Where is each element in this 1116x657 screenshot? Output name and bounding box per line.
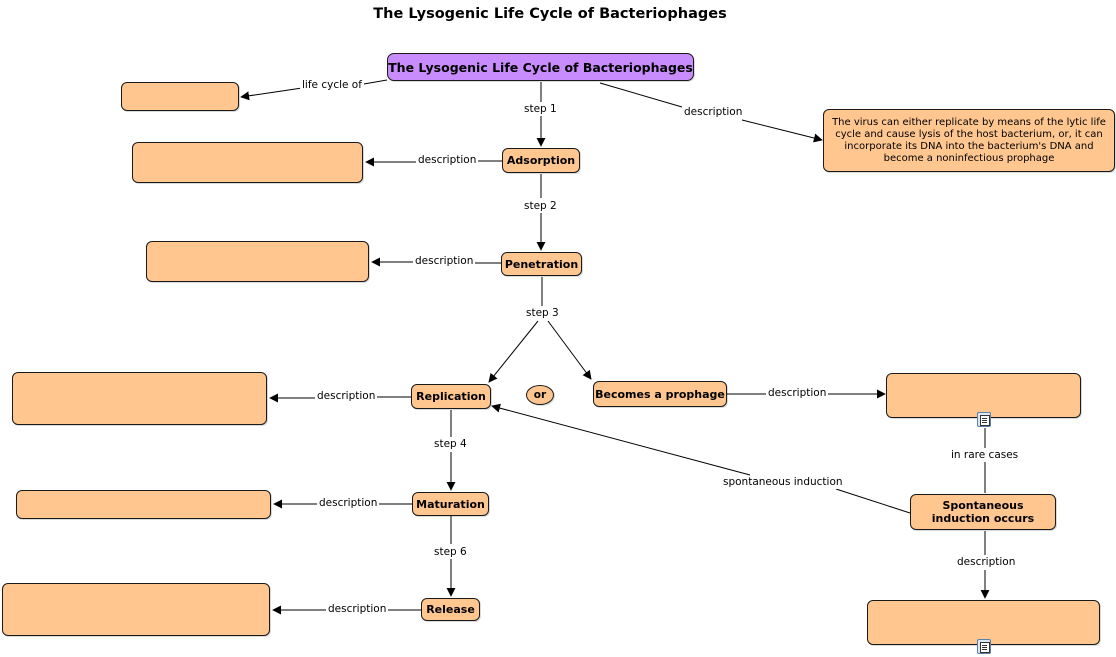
link-label-in-rare-cases: in rare cases [949, 449, 1021, 462]
link-label-step-1: step 1 [522, 103, 559, 116]
link-label-description: description [326, 603, 389, 616]
becomes-prophage-node[interactable]: Becomes a prophage [593, 381, 727, 407]
link-label-description: description [682, 106, 745, 119]
link-label-step-4: step 4 [432, 438, 469, 451]
document-icon[interactable] [977, 412, 991, 427]
spontaneous-description-blank-node[interactable] [867, 600, 1100, 645]
link-label-description: description [317, 497, 380, 510]
penetration-description-blank-node[interactable] [146, 241, 369, 282]
link-label-spontaneous-induction: spontaneous induction [721, 476, 845, 489]
root-concept-node[interactable]: The Lysogenic Life Cycle of Bacteriophag… [387, 53, 694, 81]
link-label-step-2: step 2 [522, 200, 559, 213]
life-cycle-of-blank-node[interactable] [121, 82, 239, 111]
penetration-node[interactable]: Penetration [501, 252, 582, 276]
adsorption-description-blank-node[interactable] [132, 142, 363, 183]
spontaneous-induction-node[interactable]: Spontaneous induction occurs [910, 494, 1056, 530]
link-label-step-6: step 6 [432, 546, 469, 559]
maturation-node[interactable]: Maturation [412, 492, 489, 516]
document-icon[interactable] [977, 639, 991, 654]
release-node[interactable]: Release [421, 598, 480, 621]
or-node[interactable]: or [526, 385, 554, 405]
link-label-description: description [413, 255, 476, 268]
root-description-node[interactable]: The virus can either replicate by means … [823, 109, 1115, 172]
replication-node[interactable]: Replication [411, 384, 491, 409]
page-title: The Lysogenic Life Cycle of Bacteriophag… [373, 6, 727, 22]
link-label-description: description [315, 390, 378, 403]
link-label-life-cycle-of: life cycle of [300, 79, 364, 92]
link-label-description: description [416, 154, 479, 167]
prophage-description-blank-node[interactable] [886, 373, 1081, 418]
replication-description-blank-node[interactable] [12, 372, 267, 425]
release-description-blank-node[interactable] [2, 583, 270, 636]
link-label-description: description [955, 556, 1018, 569]
maturation-description-blank-node[interactable] [16, 490, 271, 519]
link-label-description: description [766, 387, 829, 400]
link-label-step-3: step 3 [524, 307, 561, 320]
adsorption-node[interactable]: Adsorption [502, 148, 580, 173]
